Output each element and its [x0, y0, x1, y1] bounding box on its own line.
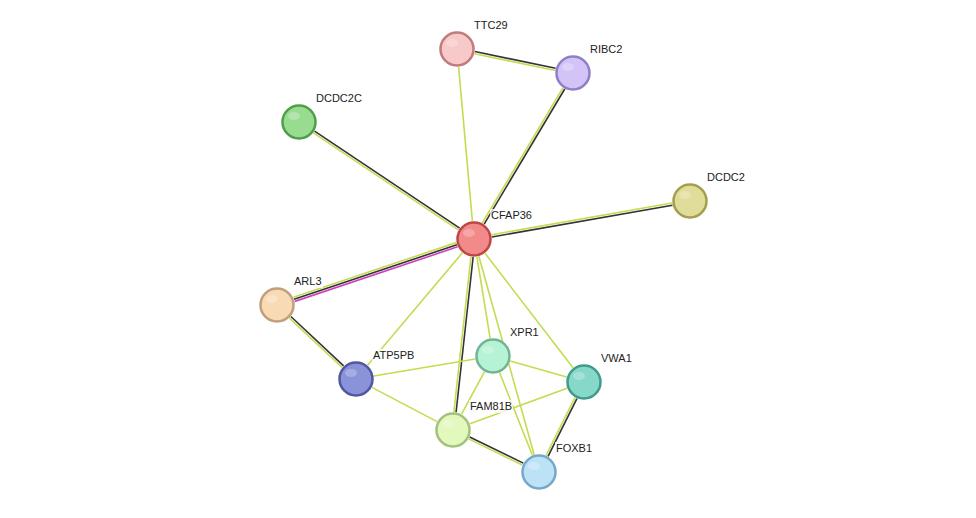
evidence-line	[500, 373, 533, 456]
node-circle-shape	[441, 33, 474, 66]
node-shine	[679, 191, 691, 199]
interaction-edge	[459, 67, 473, 221]
node-circle-shape	[283, 106, 316, 139]
interaction-edge	[482, 88, 564, 224]
protein-label: RIBC2	[589, 43, 623, 56]
node-circle-shape	[674, 185, 707, 218]
evidence-line	[474, 54, 555, 71]
protein-label: DCDC2C	[315, 92, 363, 105]
evidence-line	[470, 388, 567, 424]
node-circle-shape	[340, 363, 373, 396]
node-shine	[446, 39, 458, 47]
evidence-line	[475, 52, 556, 69]
node-shine	[442, 420, 454, 428]
interaction-edge	[510, 361, 566, 377]
protein-node: CFAP36	[456, 221, 492, 257]
node-circle-shape	[261, 289, 294, 322]
node-circle	[435, 412, 471, 448]
protein-label: VWA1	[600, 352, 633, 365]
interaction-edge	[368, 253, 463, 365]
protein-node: DCDC2C	[281, 104, 317, 140]
node-shine	[288, 112, 300, 120]
protein-label: TTC29	[473, 19, 509, 32]
node-shine	[573, 372, 585, 380]
node-circle-shape	[557, 57, 590, 90]
interaction-edge	[470, 388, 567, 424]
node-circle-shape	[458, 223, 491, 256]
interaction-edge	[313, 131, 459, 230]
protein-node: FOXB1	[521, 454, 557, 490]
node-circle	[338, 361, 374, 397]
node-shine	[266, 295, 278, 303]
node-circle	[281, 104, 317, 140]
node-circle-shape	[437, 414, 470, 447]
node-circle-shape	[568, 366, 601, 399]
protein-node: VWA1	[566, 364, 602, 400]
protein-label: CFAP36	[490, 209, 533, 222]
evidence-line	[459, 67, 473, 221]
node-shine	[562, 63, 574, 71]
evidence-line	[315, 131, 460, 228]
evidence-line	[510, 361, 566, 377]
protein-node: ATP5PB	[338, 361, 374, 397]
interaction-edge	[454, 257, 473, 412]
evidence-line	[372, 387, 437, 421]
evidence-line	[456, 257, 473, 412]
interaction-edge	[500, 373, 533, 456]
node-shine	[528, 462, 540, 470]
node-shine	[482, 346, 494, 354]
node-circle	[439, 31, 475, 67]
node-circle	[672, 183, 708, 219]
evidence-line	[484, 89, 565, 224]
node-circle	[456, 221, 492, 257]
protein-node: RIBC2	[555, 55, 591, 91]
evidence-line	[454, 257, 471, 412]
protein-node: ARL3	[259, 287, 295, 323]
evidence-line	[482, 88, 563, 223]
interaction-edge	[469, 437, 524, 465]
protein-label: XPR1	[509, 326, 540, 339]
evidence-line	[477, 257, 490, 338]
protein-node: DCDC2	[672, 183, 708, 219]
node-circle-shape	[477, 340, 510, 373]
interaction-edge	[372, 387, 437, 421]
node-circle-shape	[523, 456, 556, 489]
protein-label: FAM81B	[469, 400, 513, 413]
protein-label: ATP5PB	[372, 349, 415, 362]
protein-label: DCDC2	[706, 171, 746, 184]
interaction-edge	[293, 243, 457, 302]
node-circle	[475, 338, 511, 374]
node-circle	[521, 454, 557, 490]
node-shine	[345, 369, 357, 377]
node-circle	[259, 287, 295, 323]
protein-label: ARL3	[293, 275, 323, 288]
evidence-line	[470, 437, 524, 463]
evidence-line	[294, 245, 457, 300]
protein-label: FOXB1	[555, 442, 593, 455]
node-shine	[463, 229, 475, 237]
interaction-edge	[474, 52, 555, 71]
evidence-line	[469, 439, 523, 465]
node-circle	[566, 364, 602, 400]
node-circle	[555, 55, 591, 91]
evidence-line	[368, 253, 463, 365]
protein-node: XPR1	[475, 338, 511, 374]
evidence-line	[289, 318, 342, 367]
protein-node: TTC29	[439, 31, 475, 67]
interaction-edge	[477, 257, 490, 338]
evidence-line	[313, 133, 458, 230]
interaction-edge	[289, 317, 343, 368]
protein-node: FAM81B	[435, 412, 471, 448]
evidence-line	[291, 317, 344, 366]
